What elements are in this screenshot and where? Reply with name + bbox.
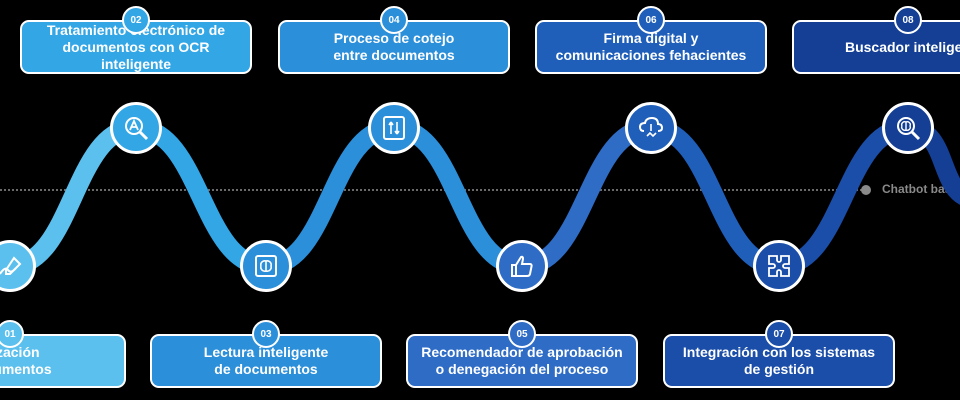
step-node-05 [496,240,548,292]
step-number-08: 08 [894,6,922,34]
step-number-02: 02 [122,6,150,34]
step-number-03: 03 [252,320,280,348]
thumbs-up-icon [511,255,533,277]
wave-segment [126,118,276,276]
ocr-magnifier-icon [125,117,149,141]
step-number-01: 01 [0,320,24,348]
step-node-08 [882,102,934,154]
signature-icon [0,256,22,275]
step-node-06 [625,102,677,154]
step-number-05: 05 [508,320,536,348]
step-node-07 [753,240,805,292]
step-number-06: 06 [637,6,665,34]
wave-segment [384,118,532,276]
brain-search-icon [897,117,921,141]
step-node-02 [110,102,162,154]
wave-segment [256,118,404,276]
baseline-label: Chatbot bas [882,182,952,196]
baseline-dot [861,185,871,195]
wave-segment [641,118,789,276]
step-node-03 [240,240,292,292]
wave-segment [512,118,661,276]
compare-documents-icon [383,116,405,140]
step-label-08: Buscador inteligen [792,20,960,74]
puzzle-icon [768,255,790,277]
brain-document-icon [255,255,277,277]
chatbot-baseline [0,189,862,191]
step-node-04 [368,102,420,154]
step-number-04: 04 [380,6,408,34]
wave-segment [0,118,146,276]
cloud-signature-icon [638,116,664,138]
step-number-07: 07 [765,320,793,348]
wave-segment [769,118,918,276]
step-label-01: alización documentos [0,334,126,388]
